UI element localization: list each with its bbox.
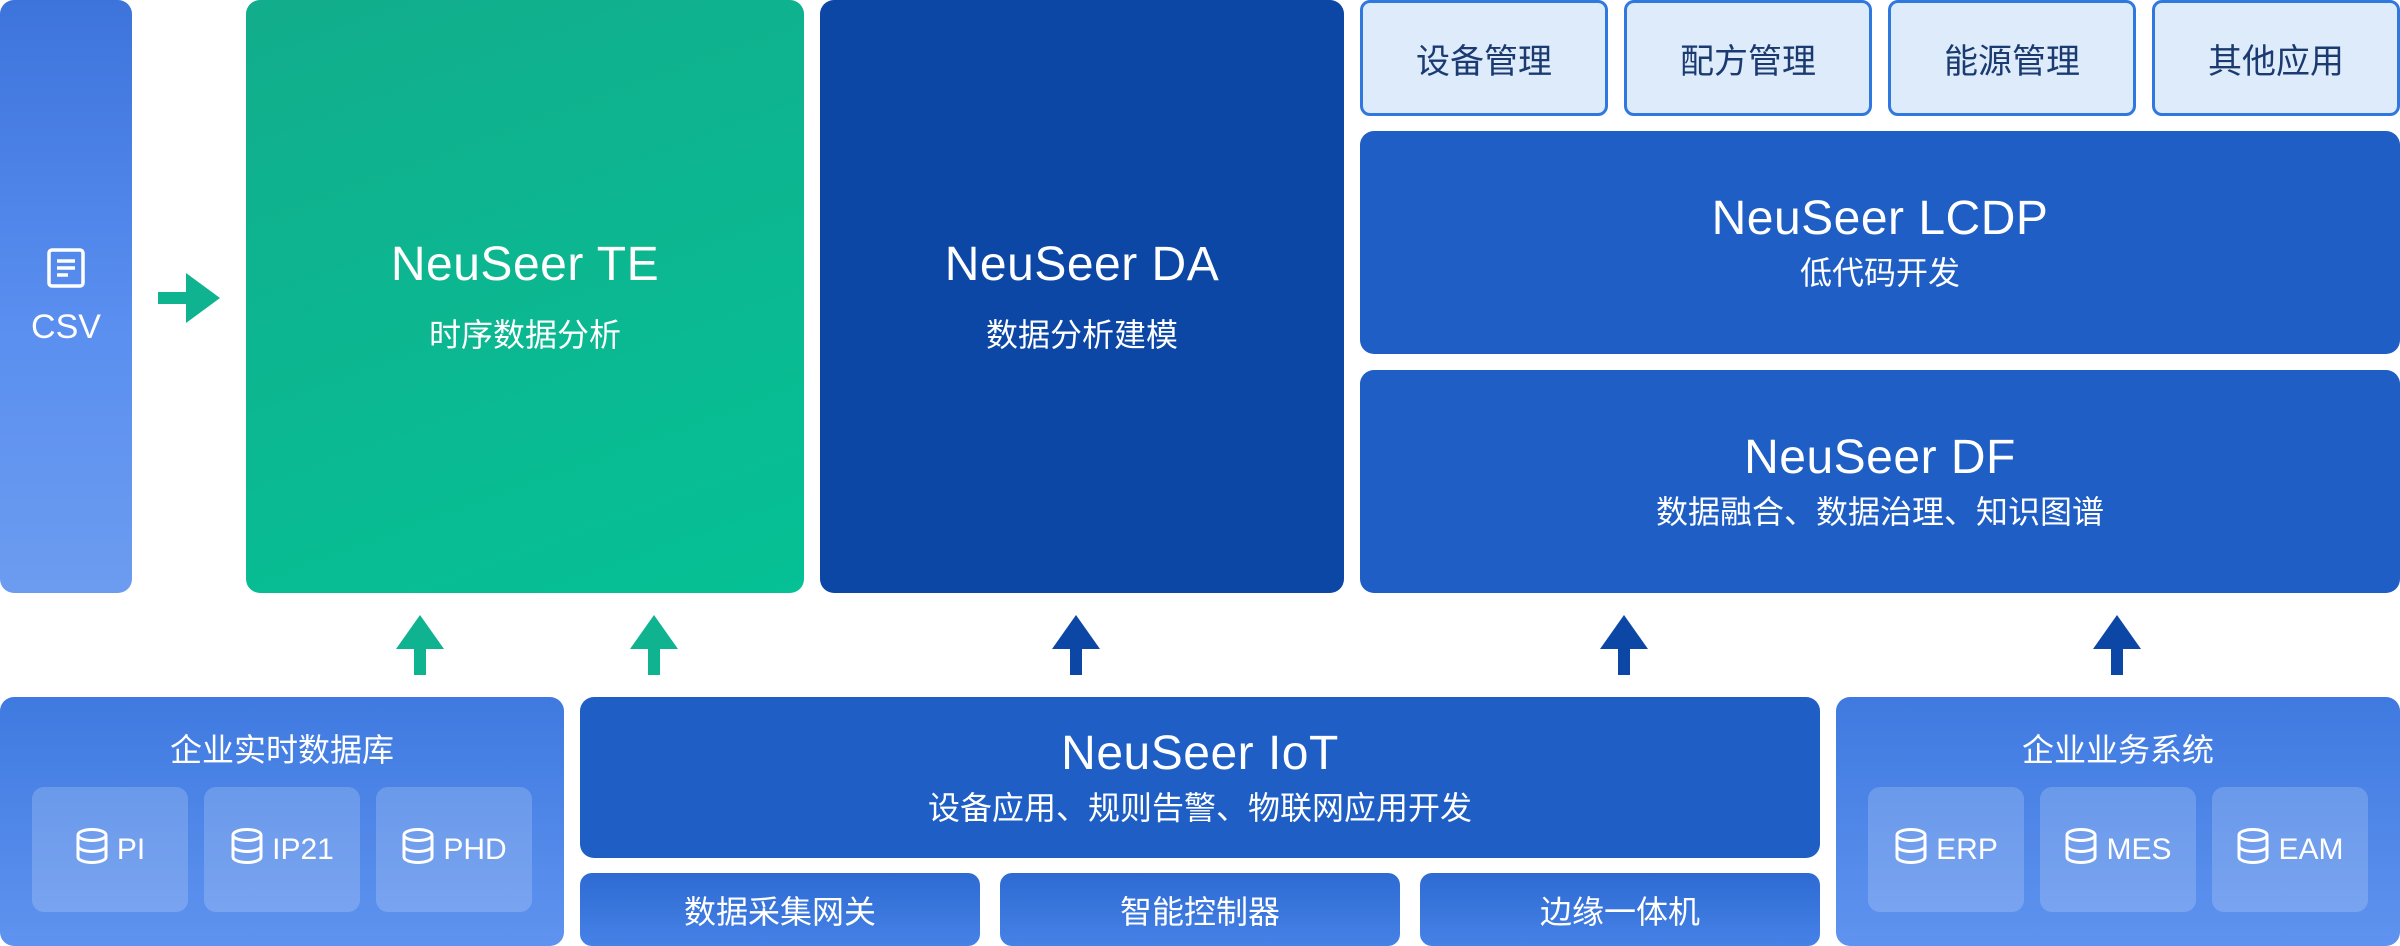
tab-energy-management: 能源管理 <box>1888 0 2136 116</box>
iot-title: NeuSeer IoT <box>1061 726 1339 780</box>
csv-source-block: CSV <box>0 0 132 593</box>
csv-label: CSV <box>31 307 101 346</box>
lcdp-subtitle: 低代码开发 <box>1799 254 1960 291</box>
up-arrow-icon <box>630 615 678 675</box>
neuseer-lcdp-block: NeuSeer LCDP 低代码开发 <box>1360 131 2400 354</box>
lcdp-title: NeuSeer LCDP <box>1711 191 2049 245</box>
da-title: NeuSeer DA <box>944 237 1220 291</box>
realtime-database-title: 企业实时数据库 <box>169 732 394 768</box>
system-label: MES <box>2106 832 2172 866</box>
system-chip-mes: MES <box>2040 787 2196 912</box>
tab-other-applications: 其他应用 <box>2152 0 2400 116</box>
database-chip-ip21: IP21 <box>204 787 360 912</box>
realtime-database-panel: 企业实时数据库 PI IP21 PHD <box>0 697 564 946</box>
te-subtitle: 时序数据分析 <box>428 316 621 353</box>
df-title: NeuSeer DF <box>1744 430 2016 484</box>
neuseer-iot-block: NeuSeer IoT 设备应用、规则告警、物联网应用开发 <box>580 697 1820 858</box>
up-arrow-icon <box>2093 615 2141 675</box>
database-icon <box>75 827 109 873</box>
neuseer-te-block: NeuSeer TE 时序数据分析 <box>246 0 804 593</box>
edge-all-in-one: 边缘一体机 <box>1420 873 1820 946</box>
data-collection-gateway: 数据采集网关 <box>580 873 980 946</box>
da-subtitle: 数据分析建模 <box>985 316 1178 353</box>
system-chip-erp: ERP <box>1868 787 2024 912</box>
tab-recipe-management: 配方管理 <box>1624 0 1872 116</box>
database-chip-pi: PI <box>32 787 188 912</box>
neuseer-da-block: NeuSeer DA 数据分析建模 <box>820 0 1344 593</box>
smart-controller: 智能控制器 <box>1000 873 1400 946</box>
up-arrow-icon <box>1600 615 1648 675</box>
database-label: PI <box>116 832 146 866</box>
database-icon <box>401 827 435 873</box>
database-icon <box>1894 827 1928 873</box>
database-label: IP21 <box>272 832 334 866</box>
system-label: ERP <box>1936 832 1998 866</box>
up-arrow-icon <box>1052 615 1100 675</box>
up-arrow-icon <box>396 615 444 675</box>
business-systems-title: 企业业务系统 <box>2021 732 2214 768</box>
database-icon <box>2236 827 2270 873</box>
document-icon <box>46 247 86 294</box>
right-arrow-icon <box>158 273 220 323</box>
te-title: NeuSeer TE <box>390 237 660 291</box>
database-icon <box>2064 827 2098 873</box>
database-icon <box>230 827 264 873</box>
system-label: EAM <box>2278 832 2344 866</box>
iot-subtitle: 设备应用、规则告警、物联网应用开发 <box>927 789 1472 826</box>
database-chip-phd: PHD <box>376 787 532 912</box>
database-label: PHD <box>443 832 507 866</box>
tab-equipment-management: 设备管理 <box>1360 0 1608 116</box>
df-subtitle: 数据融合、数据治理、知识图谱 <box>1655 493 2104 530</box>
business-systems-panel: 企业业务系统 ERP MES EAM <box>1836 697 2400 946</box>
neuseer-df-block: NeuSeer DF 数据融合、数据治理、知识图谱 <box>1360 370 2400 593</box>
system-chip-eam: EAM <box>2212 787 2368 912</box>
